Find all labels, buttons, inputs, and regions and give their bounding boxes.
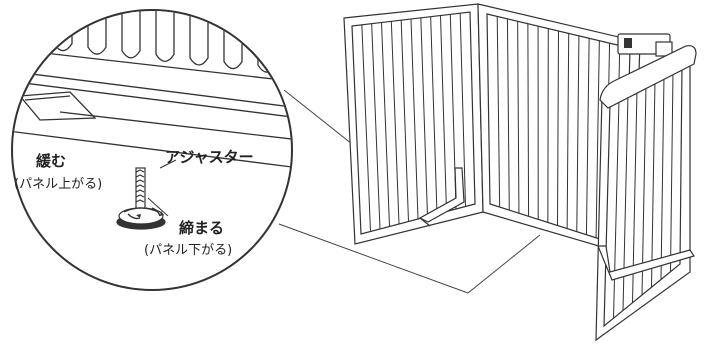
adjuster-label: アジャスター	[165, 148, 254, 166]
adjuster-foot	[116, 167, 166, 230]
loosen-note: (パネル上がる)	[14, 177, 103, 192]
tighten-note: (パネル下がる)	[144, 243, 233, 258]
pet-gate	[343, 3, 697, 342]
rotation-arrow-icon	[127, 213, 141, 220]
gate-panel-front	[595, 45, 697, 342]
tighten-label: 締まる	[179, 219, 225, 237]
gate-stands	[418, 167, 695, 281]
gate-panel-left	[343, 3, 484, 245]
loosen-label: 緩む	[36, 152, 67, 170]
